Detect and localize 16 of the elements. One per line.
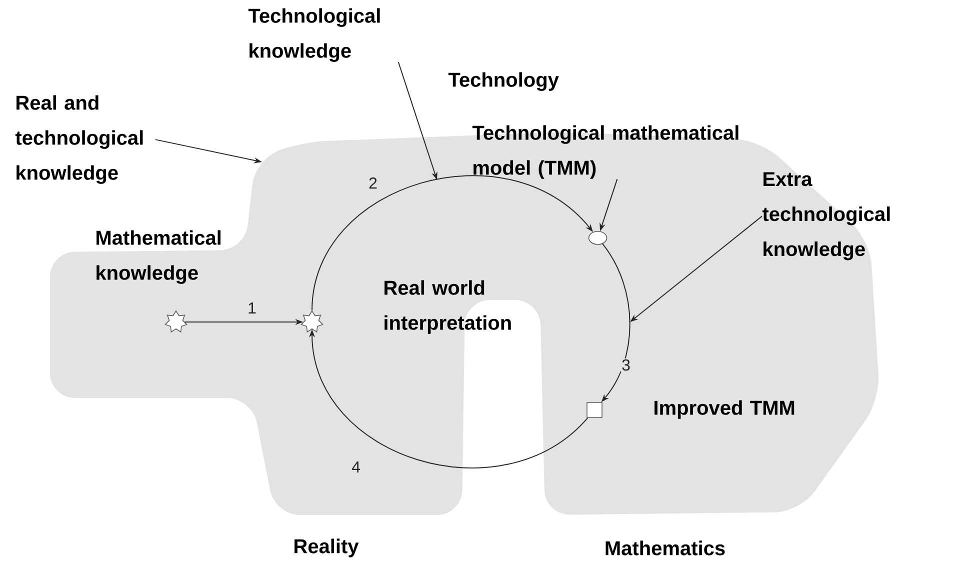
callout-text: Real and technological knowledge bbox=[15, 95, 143, 184]
square-symbol bbox=[586, 402, 602, 418]
oval-symbol bbox=[588, 231, 608, 245]
edge-label: 1 bbox=[246, 302, 258, 314]
edge-label: 2 bbox=[368, 176, 378, 190]
text-label: Real world interpretation bbox=[384, 280, 511, 334]
text-label: Mathematics bbox=[606, 540, 725, 556]
node-caption: Mathematical knowledge bbox=[96, 230, 220, 284]
text-label: Technology bbox=[448, 72, 559, 91]
node-caption: Improved TMM bbox=[654, 400, 794, 419]
callout-text: Extra technological knowledge bbox=[762, 172, 890, 260]
callout-text: Technological knowledge bbox=[248, 8, 380, 62]
callout-text: Technological mathematical model (TMM) bbox=[472, 125, 738, 179]
edge-label: 4 bbox=[350, 460, 362, 474]
text-label: Reality bbox=[294, 538, 359, 558]
edge-label: 3 bbox=[620, 358, 632, 372]
